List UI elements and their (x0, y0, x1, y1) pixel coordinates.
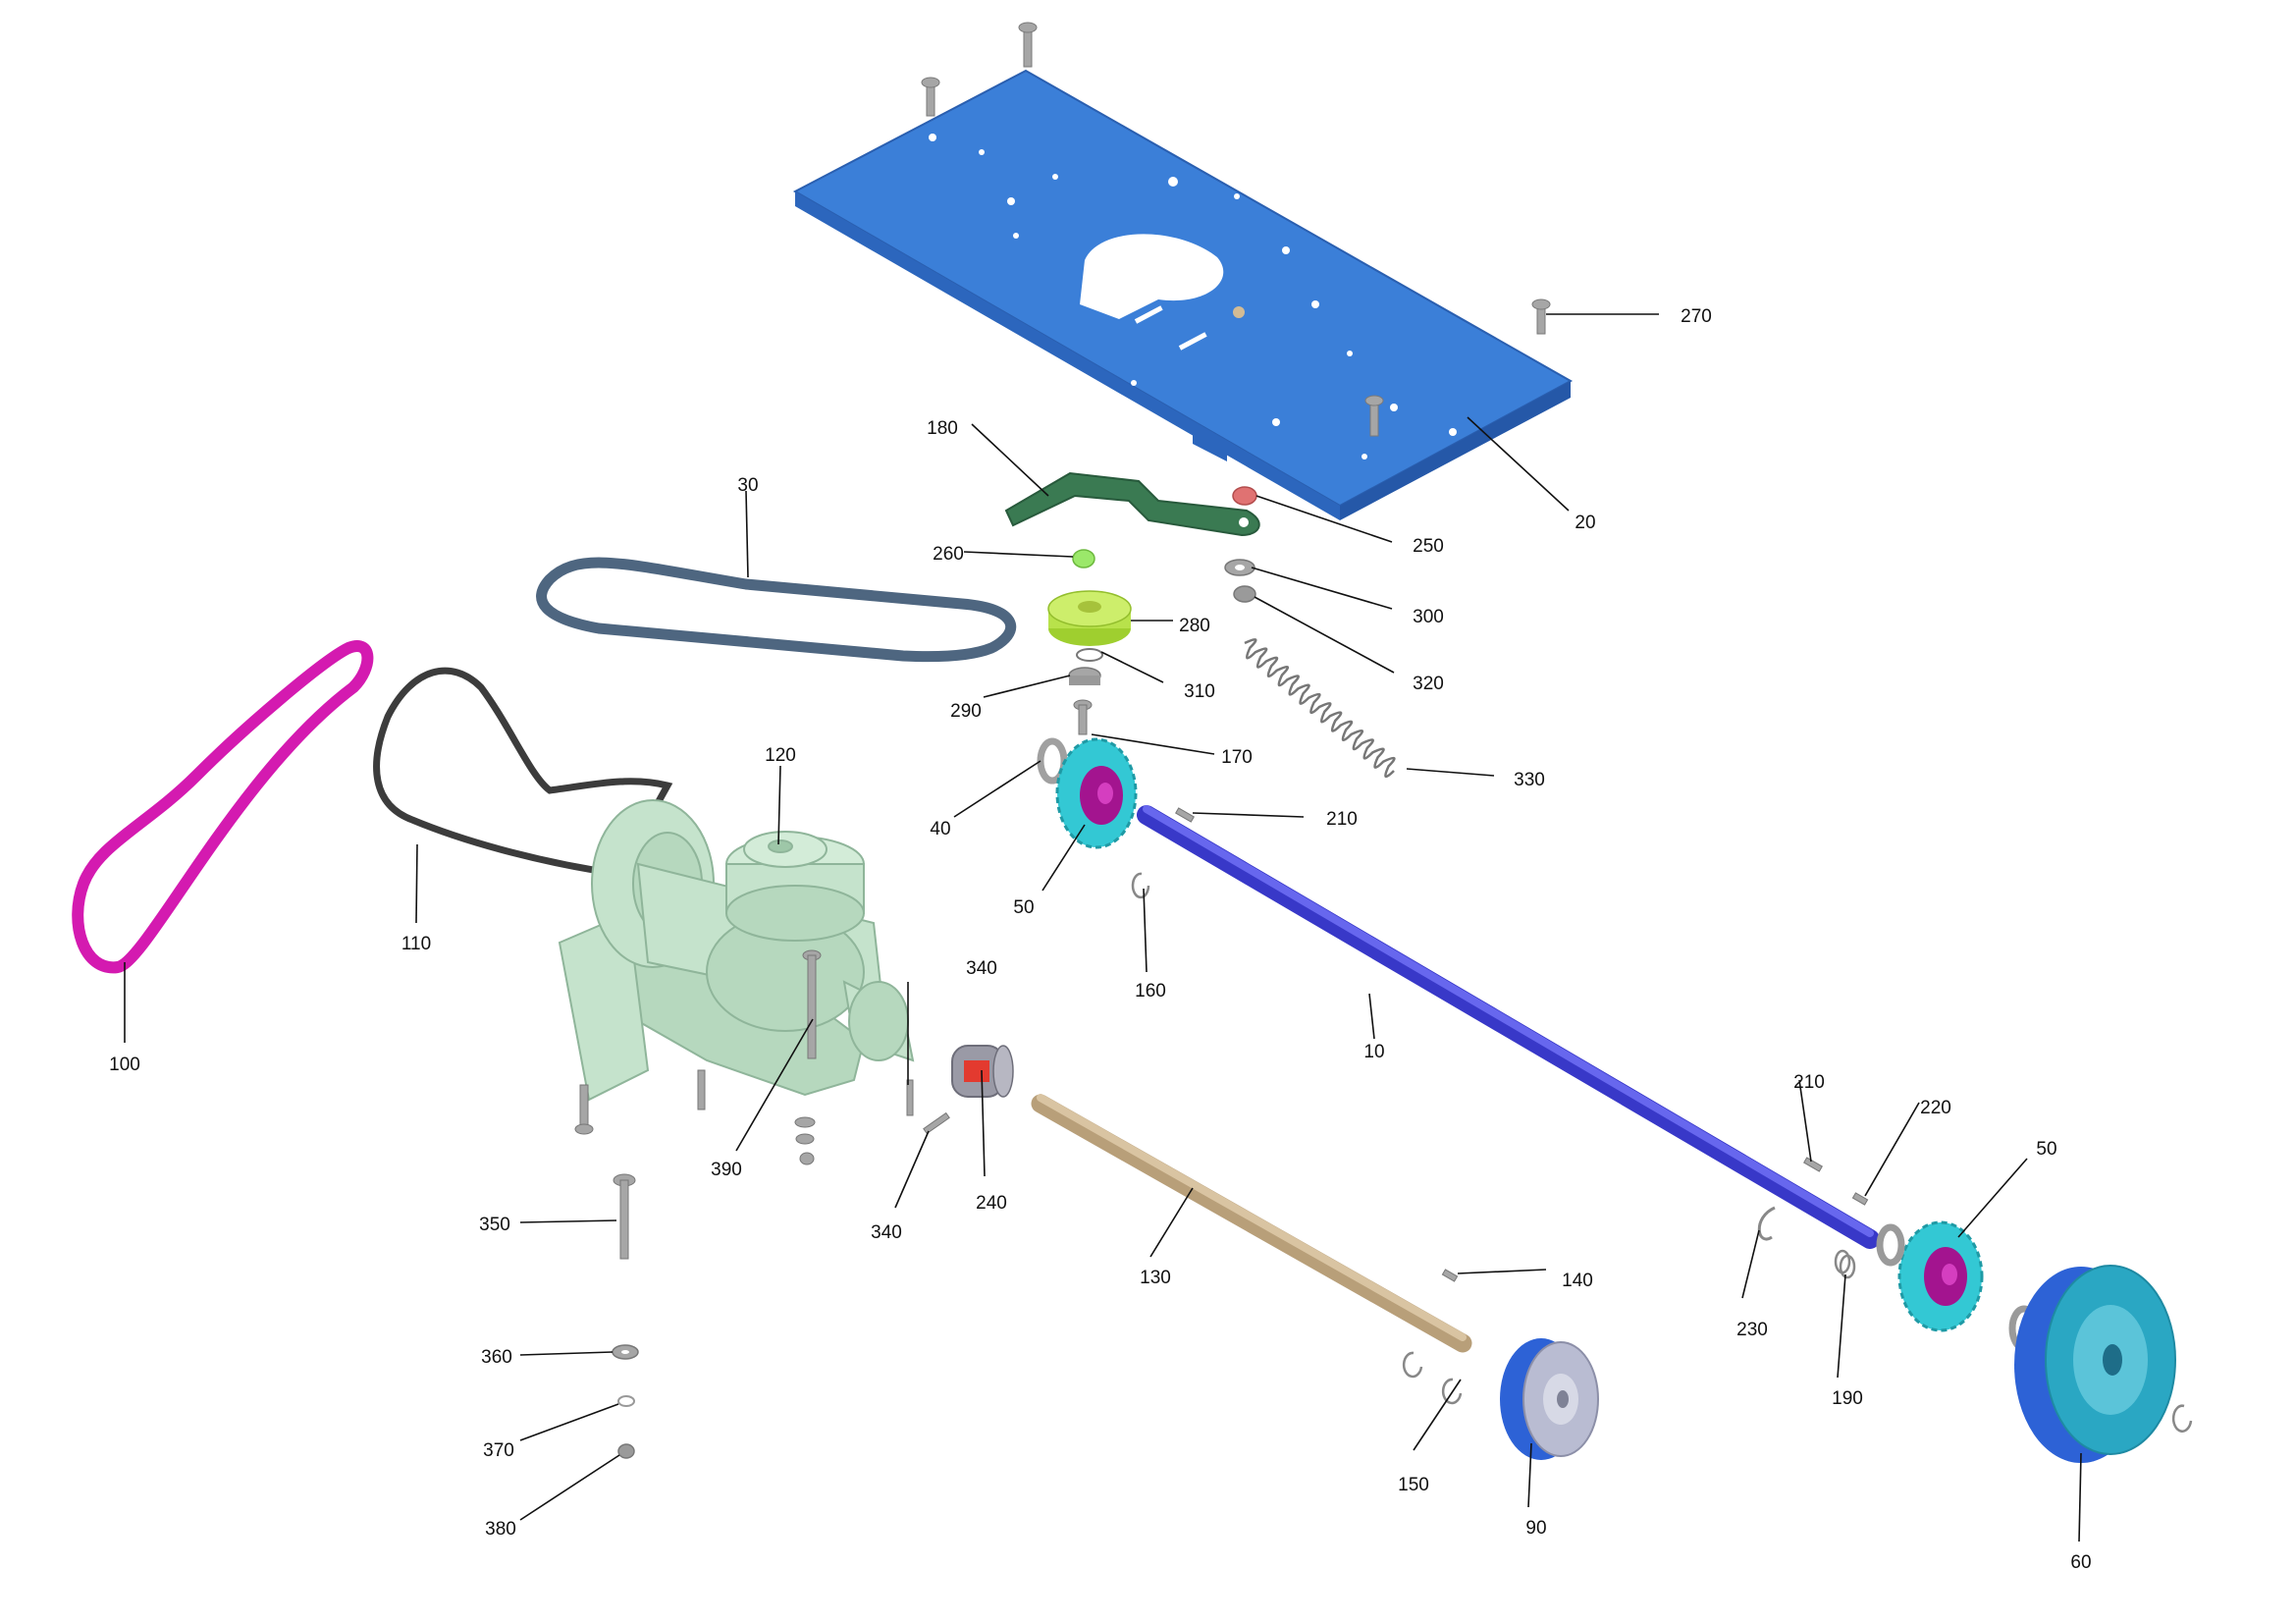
callout-210-upper: 210 (1326, 809, 1358, 830)
part-340-pins (906, 1079, 950, 1135)
callout-90: 90 (1525, 1518, 1546, 1539)
callout-340-upper: 340 (966, 958, 997, 979)
callout-250: 250 (1413, 536, 1444, 557)
callout-50-lower: 50 (2036, 1139, 2056, 1160)
part-250-nut (1232, 486, 1257, 506)
part-50-sprocket-lower (1897, 1220, 1984, 1332)
callout-30: 30 (737, 475, 758, 496)
part-220-key (1851, 1192, 1869, 1206)
part-120-gearbox (558, 799, 915, 1102)
callout-360: 360 (481, 1347, 512, 1368)
part-100-pink-belt (72, 640, 374, 974)
callout-140: 140 (1562, 1271, 1593, 1291)
part-330-spring (1244, 638, 1396, 779)
callout-320: 320 (1413, 674, 1444, 694)
part-120-feet-bolts (574, 1069, 816, 1165)
callout-260: 260 (933, 544, 964, 565)
part-210-keys (1175, 807, 1823, 1172)
callout-230: 230 (1736, 1320, 1768, 1340)
part-320-nut (1233, 585, 1256, 603)
part-30-v-belt (536, 557, 1016, 663)
part-270-bolts (921, 22, 1551, 437)
callout-330: 330 (1514, 770, 1545, 790)
part-10-drive-shaft (1137, 805, 1880, 1249)
callout-390: 390 (711, 1160, 742, 1180)
callout-190: 190 (1832, 1388, 1863, 1409)
part-300-washer (1224, 559, 1255, 576)
part-230-circlip (1757, 1206, 1776, 1241)
part-90-pulley (1500, 1338, 1599, 1460)
callout-180: 180 (927, 418, 958, 439)
callout-220: 220 (1920, 1098, 1951, 1118)
callout-10: 10 (1363, 1042, 1384, 1062)
part-360-washer (612, 1344, 639, 1360)
part-280-idler-pulley (1047, 590, 1132, 646)
callout-310: 310 (1184, 681, 1215, 702)
callout-160: 160 (1135, 981, 1166, 1001)
part-290-spacer (1068, 667, 1101, 685)
part-380-nut (617, 1443, 635, 1459)
callout-40: 40 (930, 819, 950, 839)
callout-110: 110 (401, 934, 431, 954)
leader-lines (124, 313, 2082, 1543)
part-160-circlip (1131, 872, 1150, 899)
callout-350: 350 (479, 1215, 510, 1235)
callout-170: 170 (1221, 747, 1253, 768)
part-60-pulley (2014, 1265, 2176, 1463)
callout-340-lower: 340 (871, 1222, 902, 1243)
callout-50-upper: 50 (1013, 897, 1034, 918)
part-180-tension-arm (1004, 471, 1260, 537)
callout-240: 240 (976, 1193, 1007, 1214)
callout-labels: 10 20 30 40 50 50 60 90 100 110 120 130 … (109, 306, 2091, 1573)
part-110-dark-belt (373, 667, 673, 878)
part-240-coupling (951, 1045, 1014, 1098)
part-260-bushing (1072, 549, 1095, 568)
part-170-bolt (1073, 699, 1093, 735)
part-50-sprocket-upper (1055, 737, 1138, 849)
part-310-washer (1076, 648, 1103, 662)
part-60-circlip (2171, 1404, 2193, 1433)
callout-380: 380 (485, 1519, 516, 1540)
callout-370: 370 (483, 1440, 514, 1461)
part-190-circlips (1834, 1249, 1856, 1279)
callout-270: 270 (1681, 306, 1712, 327)
part-150-circlips (1402, 1351, 1463, 1405)
callout-300: 300 (1413, 607, 1444, 627)
callout-60: 60 (2070, 1552, 2091, 1573)
callout-280: 280 (1179, 616, 1210, 636)
callout-210-lower: 210 (1793, 1072, 1825, 1093)
part-350-bolt (613, 1173, 636, 1260)
part-390-bolt (802, 949, 822, 1059)
callout-290: 290 (950, 701, 982, 722)
callout-130: 130 (1140, 1268, 1171, 1288)
part-370-washer (617, 1395, 635, 1407)
callout-100: 100 (109, 1055, 140, 1075)
callout-20: 20 (1575, 513, 1595, 533)
callout-120: 120 (765, 745, 796, 766)
part-130-shaft (1031, 1094, 1472, 1353)
callout-150: 150 (1398, 1475, 1429, 1495)
part-140-key (1441, 1269, 1459, 1282)
